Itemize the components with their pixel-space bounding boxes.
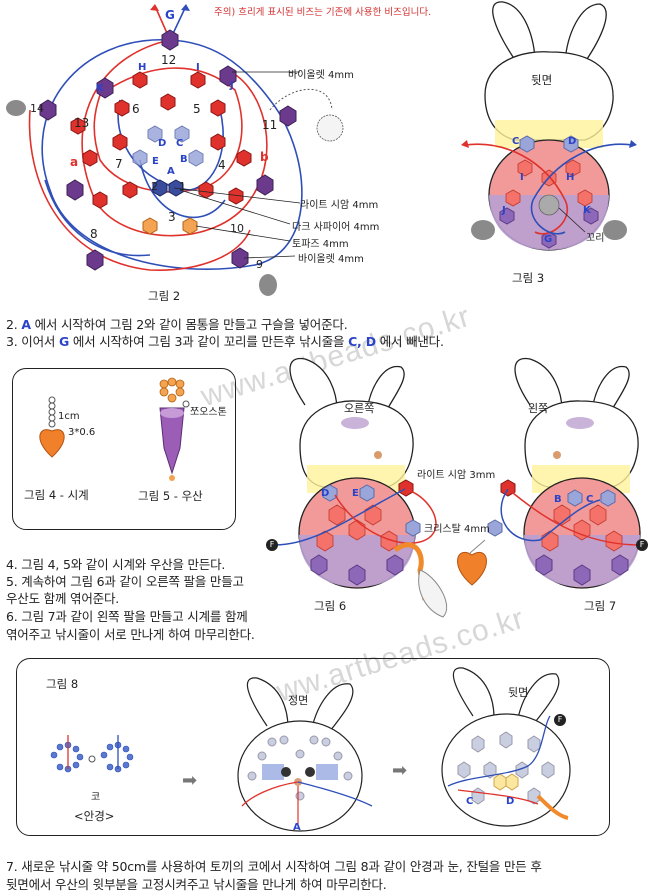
step-7-cont: 뒷면에서 우산의 윗부분을 고정시켜주고 낚시줄을 만나게 하여 마무리한다. bbox=[6, 877, 387, 892]
fig6-letter: E bbox=[352, 488, 359, 499]
fig2-number: 8 bbox=[90, 227, 98, 241]
fig6-letter: D bbox=[321, 488, 330, 499]
fig2-number: 1 bbox=[179, 180, 186, 193]
fig2-letter: D bbox=[158, 138, 167, 149]
fig2-letter: a bbox=[70, 155, 79, 169]
fig3-title: 뒷면 bbox=[531, 73, 553, 87]
callout-label: 토파즈 4mm bbox=[292, 239, 349, 250]
fig2-letter: E bbox=[152, 156, 159, 167]
fig3-letter: H bbox=[566, 172, 575, 183]
fig2-number: 6 bbox=[132, 102, 140, 116]
fig8-end-marker: F bbox=[554, 714, 566, 726]
fig4-label: 3*0.6 bbox=[68, 427, 96, 438]
figure-3-rabbit-back bbox=[461, 1, 637, 251]
fig8-box bbox=[16, 658, 610, 836]
figure-5-umbrella bbox=[159, 377, 190, 481]
fig8-back-title: 뒷면 bbox=[508, 686, 529, 699]
fig4-5-box bbox=[12, 368, 236, 530]
glasses-caption: <안경> bbox=[74, 809, 115, 823]
fig3-letter: D bbox=[568, 136, 577, 147]
fig2-letter: H bbox=[138, 62, 147, 73]
fig6-end-marker: F bbox=[266, 539, 278, 551]
step-5-cont: 우산도 함께 엮어준다. bbox=[6, 591, 120, 606]
callout-label: 라이트 시암 4mm bbox=[300, 200, 379, 211]
fig8-letter: A bbox=[293, 822, 301, 833]
fig3-letter: G bbox=[544, 234, 553, 245]
fig7-end-marker: F bbox=[636, 539, 648, 551]
fig3-letter: C bbox=[512, 136, 520, 147]
step-2: 2. A 에서 시작하여 그림 2와 같이 몸통을 만들고 구슬을 넣어준다. bbox=[6, 317, 348, 332]
fig2-letter: K bbox=[96, 83, 104, 94]
step-7: 7. 새로운 낚시줄 약 50cm를 사용하여 토끼의 코에서 시작하여 그림 … bbox=[6, 859, 542, 874]
fig6-title: 오른쪽 bbox=[344, 402, 375, 415]
figure-8-glasses bbox=[50, 735, 134, 773]
fig2-letter: B bbox=[180, 154, 188, 165]
fig2-number: 11 bbox=[262, 118, 278, 132]
fig2-letter: C bbox=[176, 138, 184, 149]
fig2-number: 14 bbox=[30, 102, 44, 115]
fig2-number: 2 bbox=[151, 180, 158, 193]
step-5: 5. 계속하여 그림 6과 같이 오른쪽 팔을 만들고 bbox=[6, 574, 244, 589]
figure-6-7-rabbits bbox=[274, 357, 641, 618]
figure-2-diagram bbox=[6, 4, 344, 296]
fig3-caption: 그림 3 bbox=[512, 271, 545, 285]
step-6-cont: 엮어주고 낚시줄이 서로 만나게 하여 마무리한다. bbox=[6, 627, 255, 642]
fig7-letter: C bbox=[586, 494, 594, 505]
fig2-number: 4 bbox=[218, 158, 226, 172]
glasses-nose-label: 코 bbox=[91, 792, 101, 803]
step-3: 3. 이어서 G 에서 시작하여 그림 3과 같이 꼬리를 만든후 낚시줄을 C… bbox=[6, 334, 444, 349]
fig2-number: 7 bbox=[115, 157, 123, 171]
fig4-label: 1cm bbox=[58, 411, 80, 422]
fig3-letter: I bbox=[520, 172, 524, 183]
arrow-icon: ➡ bbox=[182, 770, 198, 791]
fig8-letter: C bbox=[466, 796, 474, 807]
fig2-letter: A bbox=[167, 166, 175, 177]
fig3-letter: J bbox=[502, 205, 506, 216]
callout-label: 다크 사파이어 4mm bbox=[292, 222, 380, 233]
fig8-caption: 그림 8 bbox=[46, 677, 79, 691]
fig7-title: 왼쪽 bbox=[528, 402, 549, 415]
figure-8-back bbox=[441, 667, 571, 827]
fig6-callout: 크리스탈 4mm bbox=[424, 524, 490, 535]
step-4: 4. 그림 4, 5와 같이 시계와 우산을 만든다. bbox=[6, 557, 226, 572]
fig2-letter: J bbox=[230, 80, 234, 91]
fig6-caption: 그림 6 bbox=[314, 599, 347, 613]
fig2-number: 3 bbox=[168, 210, 176, 224]
fig7-letter: B bbox=[554, 494, 562, 505]
fig5-caption: 그림 5 - 우산 bbox=[138, 489, 203, 503]
tail-label: 꼬리 bbox=[586, 233, 605, 244]
fig7-caption: 그림 7 bbox=[584, 599, 617, 613]
fig4-caption: 그림 4 - 시계 bbox=[24, 488, 89, 502]
fig2-letter: I bbox=[196, 62, 200, 73]
figure-4-watch bbox=[39, 396, 65, 458]
fig3-letter: K bbox=[583, 205, 591, 216]
fig2-number: 9 bbox=[256, 258, 263, 271]
fig2-number: 12 bbox=[161, 53, 177, 67]
arrow-icon: ➡ bbox=[392, 760, 408, 781]
top-note: 주의) 흐리게 표시된 비즈는 기존에 사용한 비즈입니다. bbox=[214, 7, 432, 18]
callout-label: 바이올렛 4mm bbox=[298, 254, 364, 265]
fig8-front-title: 정면 bbox=[288, 694, 309, 707]
step-6: 6. 그림 7과 같이 왼쪽 팔을 만들고 시계를 함께 bbox=[6, 609, 248, 624]
fig2-letter: G bbox=[165, 8, 175, 22]
figure-8-front bbox=[237, 677, 373, 832]
fig2-number: 10 bbox=[230, 222, 244, 235]
fig2-caption: 그림 2 bbox=[148, 289, 181, 303]
fig2-letter: b bbox=[260, 150, 269, 164]
fig2-number: 13 bbox=[74, 116, 90, 130]
callout-label: 바이올렛 4mm bbox=[288, 70, 354, 81]
fig8-letter: D bbox=[506, 796, 515, 807]
fig5-label: 쪼오스톤 bbox=[190, 407, 227, 418]
fig6-callout: 라이트 시암 3mm bbox=[417, 470, 496, 481]
fig2-number: 5 bbox=[193, 102, 201, 116]
